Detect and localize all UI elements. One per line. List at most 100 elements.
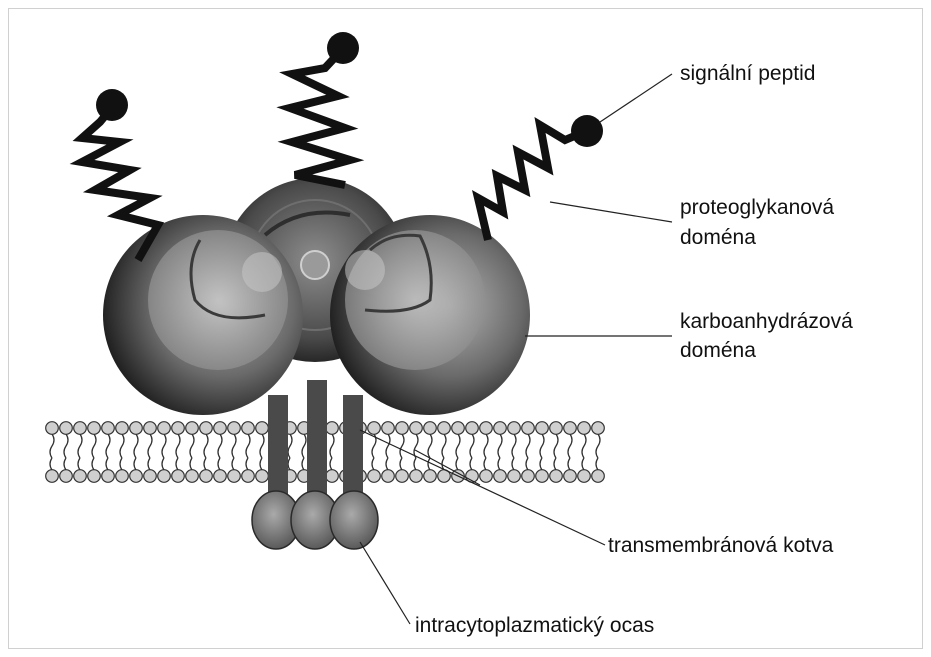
zigzag-center xyxy=(290,52,350,185)
lipid-tail xyxy=(596,434,600,458)
lipid-tail xyxy=(400,434,404,458)
lipid-tail xyxy=(246,434,250,458)
lipid-head xyxy=(200,470,213,483)
lipid-tail xyxy=(498,434,502,458)
leader-proteoglycan xyxy=(550,202,672,222)
lipid-head xyxy=(550,422,563,435)
lipid-tail xyxy=(78,458,80,470)
lipid-head xyxy=(130,470,143,483)
lipid-tail xyxy=(470,458,472,470)
lipid-head xyxy=(480,422,493,435)
label-transmembrane-anchor: transmembránová kotva xyxy=(608,534,834,557)
lipid-head xyxy=(256,422,269,435)
lipid-head xyxy=(130,422,143,435)
lipid-head xyxy=(116,470,129,483)
lipid-head xyxy=(494,470,507,483)
lipid-head xyxy=(522,422,535,435)
lipid-head xyxy=(438,422,451,435)
lipid-tail xyxy=(484,458,486,470)
lipid-head xyxy=(396,422,409,435)
lipid-head xyxy=(368,422,381,435)
lipid-tail xyxy=(582,458,584,470)
lipid-tail xyxy=(484,434,488,458)
lipid-tail xyxy=(456,434,460,458)
lipid-tail xyxy=(596,458,598,470)
lipid-head xyxy=(144,422,157,435)
lipid-tail xyxy=(302,434,306,458)
label-carbonic-anhydrase-line2: doména xyxy=(680,339,756,362)
lipid-tail xyxy=(260,458,262,470)
lipid-head xyxy=(592,422,605,435)
lipid-head xyxy=(144,470,157,483)
lipid-head xyxy=(214,470,227,483)
lipid-head xyxy=(466,422,479,435)
lipid-head xyxy=(46,470,59,483)
lipid-head xyxy=(480,470,493,483)
lipid-tail xyxy=(106,458,108,470)
lipid-tail xyxy=(134,434,138,458)
lipid-tail xyxy=(414,434,418,458)
lipid-tail xyxy=(148,458,150,470)
lipid-head xyxy=(172,422,185,435)
lipid-head xyxy=(326,422,339,435)
lipid-tail xyxy=(260,434,264,458)
label-intracytoplasmic-tail: intracytoplazmatický ocas xyxy=(415,614,654,637)
zigzag-left xyxy=(82,110,158,260)
lipid-tail xyxy=(372,458,374,470)
lipid-head xyxy=(242,470,255,483)
lipid-tail xyxy=(92,434,96,458)
lipid-tail xyxy=(442,434,446,458)
lipid-head xyxy=(550,470,563,483)
lipid-tail xyxy=(330,434,334,458)
lipid-tail xyxy=(176,434,180,458)
lipid-tail xyxy=(218,434,222,458)
intracytoplasmic-tails xyxy=(252,491,378,549)
label-proteoglycan-line2: doména xyxy=(680,226,756,249)
lipid-tail xyxy=(232,458,234,470)
lipid-head xyxy=(508,422,521,435)
lipid-head xyxy=(578,470,591,483)
lipid-head xyxy=(60,422,73,435)
lipid-tail xyxy=(50,458,52,470)
lipid-head xyxy=(396,470,409,483)
lipid-head xyxy=(494,422,507,435)
signal-peptide-dot-left xyxy=(96,89,128,121)
lipid-head xyxy=(410,470,423,483)
lipid-head xyxy=(536,422,549,435)
lipid-tail xyxy=(78,434,82,458)
lipid-tail xyxy=(386,434,390,458)
lipid-tail xyxy=(428,434,432,458)
lipid-tail xyxy=(554,434,558,458)
lipid-head xyxy=(424,422,437,435)
signal-peptide-dot-right xyxy=(571,115,603,147)
lipid-head xyxy=(564,470,577,483)
lipid-tail xyxy=(134,458,136,470)
lipid-head xyxy=(88,470,101,483)
lipid-tail xyxy=(148,434,152,458)
lipid-head xyxy=(228,422,241,435)
carbonic-anhydrase-domain-left xyxy=(103,215,303,415)
leader-transmembrane-1 xyxy=(360,430,605,545)
lipid-head xyxy=(88,422,101,435)
lipid-tail xyxy=(386,458,388,470)
lipid-head xyxy=(592,470,605,483)
label-proteoglycan-line1: proteoglykanová xyxy=(680,196,834,219)
lipid-head xyxy=(242,422,255,435)
lipid-tail xyxy=(246,458,248,470)
lipid-head xyxy=(74,470,87,483)
lipid-tail xyxy=(512,458,514,470)
lipid-head xyxy=(564,422,577,435)
lipid-tail xyxy=(456,458,458,470)
lipid-tail xyxy=(204,458,206,470)
lipid-tail xyxy=(162,458,164,470)
lipid-tail xyxy=(582,434,586,458)
lipid-tail xyxy=(526,434,530,458)
leader-signal-peptide xyxy=(600,74,672,122)
lipid-tail xyxy=(204,434,208,458)
signal-peptide-dot-center xyxy=(327,32,359,64)
lipid-head xyxy=(102,422,115,435)
lipid-tail xyxy=(218,458,220,470)
lipid-head xyxy=(46,422,59,435)
lipid-tail xyxy=(568,458,570,470)
lipid-head xyxy=(172,470,185,483)
